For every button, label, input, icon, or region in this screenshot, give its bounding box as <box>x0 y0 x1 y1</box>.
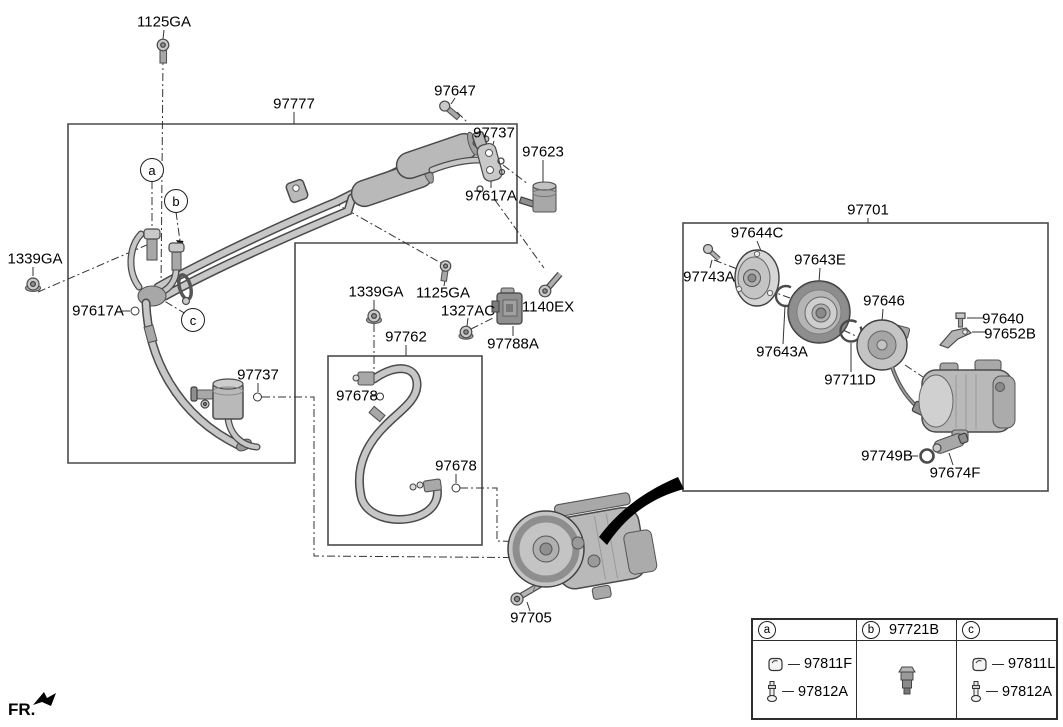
part-label-1125ga-top: 1125GA <box>137 13 191 31</box>
cap-icon <box>765 656 785 673</box>
nut-icon-1327ac <box>458 325 474 340</box>
screw-icon-97743a <box>702 243 721 261</box>
screw-icon-1125ga-mid <box>439 260 452 282</box>
charge-port-a <box>143 228 161 261</box>
legend-cell-c: 97811L 97812A <box>957 641 1056 718</box>
legend-row: 97811L <box>969 656 1056 673</box>
nut-icon-1339ga-mid <box>365 309 383 325</box>
liquid-hose-97762 <box>352 364 442 524</box>
valve-97674f <box>932 432 969 454</box>
legend-part-97811l: 97811L <box>1008 656 1056 672</box>
cap-icon <box>969 656 989 673</box>
callout-a: a <box>140 158 164 182</box>
pressure-sensor-icon <box>894 663 920 697</box>
charge-port-b <box>168 242 185 271</box>
bolt-icon-1140ex <box>538 271 563 298</box>
fr-direction-arrow-icon <box>33 692 56 706</box>
part-label-1125ga-mid: 1125GA <box>416 284 470 302</box>
legend-header-b: b 97721B <box>857 620 957 641</box>
part-label-97643e: 97643E <box>794 251 846 269</box>
legend-leader <box>986 691 998 692</box>
part-label-97617a-top: 97617A <box>465 187 517 205</box>
box-97777 <box>67 123 518 464</box>
part-label-1339ga-left: 1339GA <box>7 250 63 268</box>
legend-part-97721b: 97721B <box>889 622 939 638</box>
cooler-line-assembly <box>127 130 506 452</box>
bolt-icon-97640 <box>955 312 966 328</box>
legend-part-97811f: 97811F <box>804 656 853 672</box>
legend-leader <box>992 663 1004 665</box>
part-label-97678-up: 97678 <box>336 387 378 405</box>
screw-icon-97647 <box>439 100 461 121</box>
box-97701 <box>682 222 1049 492</box>
valve-97623 <box>518 181 557 213</box>
part-label-97617a-left: 97617A <box>72 302 124 320</box>
part-label-97646: 97646 <box>863 292 905 310</box>
part-label-1339ga-mid: 1339GA <box>348 283 404 301</box>
legend-row: 97811F <box>765 656 856 673</box>
legend-table: a b 97721B c 97811F 97812A <box>751 618 1058 720</box>
enclosure-boxes <box>67 123 1049 546</box>
part-label-97788a: 97788A <box>487 335 539 353</box>
part-label-97643a: 97643A <box>756 343 808 361</box>
callout-c: c <box>181 308 205 332</box>
muffler-upper <box>395 131 479 180</box>
part-label-97749b: 97749B <box>861 447 913 465</box>
box-97762 <box>327 355 483 546</box>
part-label-1140ex: 1140EX <box>521 298 575 316</box>
part-label-97647: 97647 <box>434 82 476 100</box>
bracket-97652b <box>939 327 972 349</box>
valve-core-icon <box>969 680 983 704</box>
part-label-1327ac: 1327AC <box>440 302 496 320</box>
connector-97788a <box>491 287 523 325</box>
fastener-icons <box>24 38 966 606</box>
legend-header-a: a <box>753 620 857 641</box>
part-label-97640: 97640 <box>982 310 1024 328</box>
label-ticks <box>32 29 987 612</box>
legend-part-97812a: 97812A <box>1002 683 1052 700</box>
legend-leader <box>788 663 800 665</box>
valve-core-icon <box>765 680 779 704</box>
clutch-disc-97644c <box>734 249 780 307</box>
motion-swoosh-arrow <box>599 477 684 545</box>
compressor-body-rear <box>918 359 1016 443</box>
pipe-clamp-97737 <box>476 142 506 193</box>
suction-fitting-97737 <box>190 378 261 451</box>
part-label-97623: 97623 <box>522 143 564 161</box>
pulley-97643e <box>787 280 851 344</box>
part-label-97743a: 97743A <box>683 268 735 286</box>
o-ring-97749b <box>919 448 935 464</box>
legend-callout-c: c <box>962 621 980 639</box>
screw-icon-1125ga-top <box>156 38 170 64</box>
fr-label: FR. <box>8 700 36 719</box>
field-coil-97646 <box>856 319 932 418</box>
part-label-97762: 97762 <box>385 328 427 346</box>
part-label-97674f: 97674F <box>929 464 981 482</box>
part-label-97644c: 97644C <box>730 224 784 242</box>
legend-part-97812a: 97812A <box>798 683 848 700</box>
legend-cell-a: 97811F 97812A <box>753 641 857 718</box>
part-label-97737-top: 97737 <box>473 124 515 142</box>
part-label-97678-low: 97678 <box>435 457 477 475</box>
part-label-97705: 97705 <box>510 609 552 627</box>
legend-cell-b <box>857 641 957 718</box>
nut-icon-1339ga-left <box>24 277 42 293</box>
legend-row: 97812A <box>969 680 1056 704</box>
compressor-assembled <box>507 477 684 600</box>
part-label-97652b: 97652B <box>984 325 1036 343</box>
callout-b: b <box>164 189 188 213</box>
legend-leader <box>782 691 794 692</box>
compressor-exploded-set <box>734 249 1016 464</box>
part-label-97737-low: 97737 <box>237 366 279 384</box>
part-label-97711d: 97711D <box>824 371 876 389</box>
legend-callout-a: a <box>758 621 776 639</box>
legend-callout-b: b <box>862 621 880 639</box>
legend-header-c: c <box>957 620 1056 641</box>
part-label-97701: 97701 <box>847 201 889 219</box>
legend-row: 97812A <box>765 680 856 704</box>
part-label-97777: 97777 <box>273 95 315 113</box>
